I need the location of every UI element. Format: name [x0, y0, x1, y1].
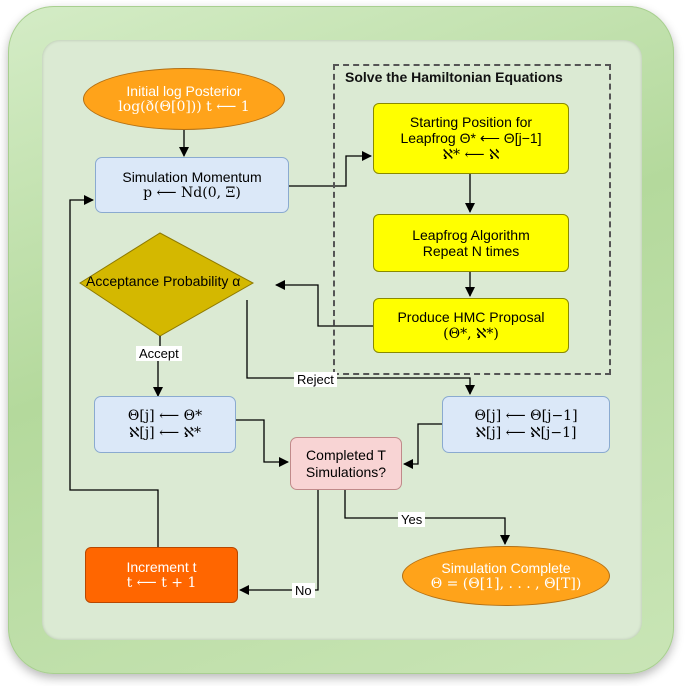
- proposal-node: Produce HMC Proposal (Θ*, ℵ*): [373, 298, 569, 353]
- start-line2: Leapfrog Θ* ⟵ Θ[j−1]: [400, 130, 542, 147]
- completed-line2: Simulations?: [305, 463, 387, 480]
- leapfrog-line2: Repeat N times: [422, 243, 520, 259]
- edge-label-accept: Accept: [136, 346, 182, 361]
- accept-update-node: Θ[j] ⟵ Θ* ℵ[j] ⟵ ℵ*: [94, 396, 236, 453]
- complete-line2: Θ = (Θ[1], . . . , Θ[T]): [430, 576, 582, 592]
- group-title: Solve the Hamiltonian Equations: [345, 69, 563, 85]
- start-line1: Starting Position for: [409, 114, 533, 131]
- acceptance-probability-label: Acceptance Probability α: [86, 273, 241, 289]
- edge-reject: [246, 300, 475, 395]
- increment-node: Increment t t ⟵ t + 1: [85, 547, 238, 603]
- edge-no: [239, 490, 319, 595]
- edge-label-yes: Yes: [398, 512, 426, 527]
- initial-line1: Initial log Posterior: [126, 82, 242, 99]
- edge-accept: [153, 336, 163, 397]
- simulation-complete-node: Simulation Complete Θ = (Θ[1], . . . , Θ…: [402, 546, 610, 606]
- proposal-line2: (Θ*, ℵ*): [443, 325, 499, 342]
- accept-line2: ℵ[j] ⟵ ℵ*: [128, 424, 202, 441]
- completed-check-node: Completed T Simulations?: [290, 437, 402, 490]
- leapfrog-node: Leapfrog Algorithm Repeat N times: [373, 214, 569, 272]
- momentum-line2: p ⟵ Nd(0, Ξ): [143, 185, 241, 201]
- complete-line1: Simulation Complete: [441, 559, 571, 576]
- leapfrog-line1: Leapfrog Algorithm: [412, 226, 530, 243]
- edge-reject-completed: [403, 423, 442, 469]
- edge-label-no: No: [292, 583, 315, 598]
- proposal-line1: Produce HMC Proposal: [397, 309, 545, 326]
- increment-line2: t ⟵ t + 1: [126, 575, 197, 591]
- momentum-node: Simulation Momentum p ⟵ Nd(0, Ξ): [95, 157, 289, 213]
- initial-posterior-node: Initial log Posterior log(ð(Θ[0])) t ⟵ 1: [83, 68, 285, 130]
- start-line3: ℵ* ⟵ ℵ: [442, 146, 500, 163]
- accept-line1: Θ[j] ⟵ Θ*: [127, 408, 203, 425]
- edge-label-reject: Reject: [294, 372, 337, 387]
- reject-line2: ℵ[j] ⟵ ℵ[j−1]: [475, 424, 577, 441]
- reject-line1: Θ[j] ⟵ Θ[j−1]: [474, 408, 578, 425]
- hamiltonian-group-box: [333, 64, 611, 375]
- reject-update-node: Θ[j] ⟵ Θ[j−1] ℵ[j] ⟵ ℵ[j−1]: [442, 396, 610, 453]
- increment-line1: Increment t: [126, 558, 197, 575]
- edge-proposal-decision: [275, 280, 373, 327]
- edge-momentum-start: [289, 151, 372, 187]
- momentum-line1: Simulation Momentum: [122, 168, 262, 185]
- start-position-node: Starting Position for Leapfrog Θ* ⟵ Θ[j−…: [373, 103, 569, 174]
- completed-line1: Completed T: [306, 447, 386, 464]
- initial-line2: log(ð(Θ[0])) t ⟵ 1: [118, 99, 250, 115]
- edge-loop-back: [69, 195, 159, 547]
- edge-accept-completed: [236, 419, 289, 467]
